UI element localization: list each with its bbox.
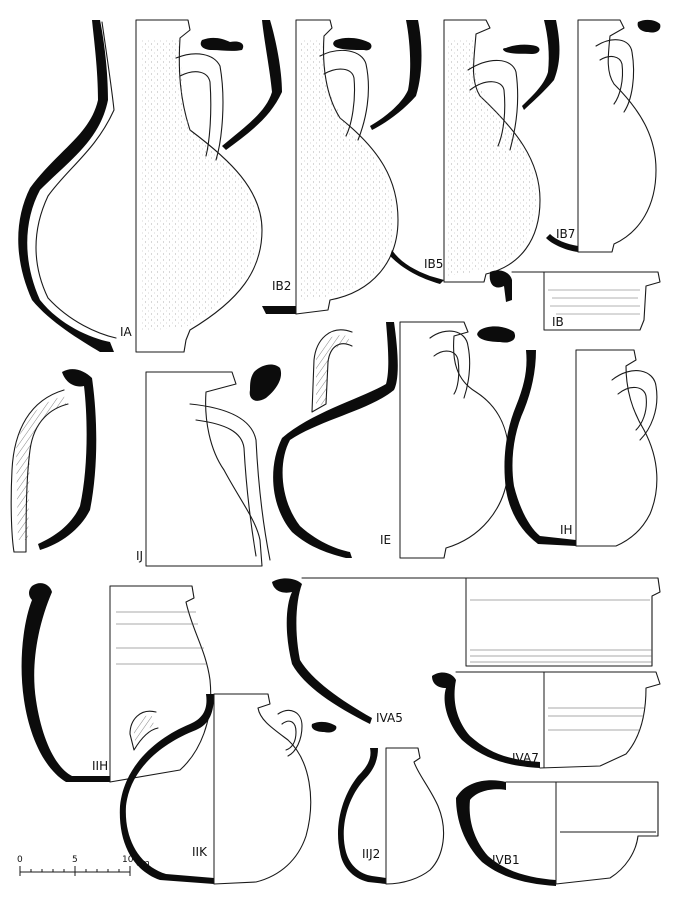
scale-tick-0: 0: [17, 855, 23, 865]
vessel-iva5-profile: [301, 577, 661, 667]
vessel-ia-handle: [175, 53, 224, 161]
label-iij2: IIJ2: [362, 847, 380, 861]
vessel-ib2: IB2: [222, 19, 399, 315]
label-ib: IB: [552, 315, 564, 329]
vessel-iik-handle-left: [129, 710, 159, 751]
vessel-ib7-profile: [577, 19, 657, 253]
vessel-ie-profile: [399, 321, 510, 559]
vessel-iij2: IIJ2: [338, 747, 445, 885]
vessel-ih: IH: [504, 349, 658, 547]
vessel-ia: IA: [18, 19, 263, 353]
label-ivb1: IVB1: [492, 853, 520, 867]
label-iva5: IVA5: [376, 711, 403, 725]
vessel-iva7: IVA7: [432, 671, 661, 769]
label-ij: IJ: [136, 549, 143, 563]
vessel-ie-section: [273, 322, 398, 558]
vessel-ia-section: [18, 20, 114, 352]
vessel-iij2-section: [338, 748, 386, 884]
vessel-ib5-section: [370, 20, 422, 130]
vessel-iik-profile: [213, 693, 312, 885]
vessel-iih-profile: [109, 585, 212, 783]
vessel-ib5: IB5: [370, 19, 541, 284]
vessel-iij2-profile: [385, 747, 445, 885]
scale-bar: 0 5 10 cm: [17, 855, 150, 876]
vessel-ih-handle: [611, 370, 658, 441]
vessel-ib-profile: [511, 271, 661, 331]
vessel-iva5-section: [272, 578, 372, 724]
scale-tick-5: 5: [72, 855, 78, 865]
vessel-iik: IIK: [119, 693, 337, 885]
vessel-ib7-handle: [595, 39, 635, 113]
vessel-iik-handle-right: [277, 709, 303, 757]
vessel-ib2-handle: [319, 49, 369, 141]
vessel-ib5-handle: [467, 59, 519, 151]
vessel-ia-handle-section: [200, 37, 244, 51]
vessel-ib7: IB7: [522, 19, 661, 253]
vessel-ivb1: IVB1: [456, 780, 659, 886]
vessel-iik-section: [119, 694, 214, 884]
vessel-ivb1-section: [456, 780, 556, 886]
vessel-ie: IE: [273, 321, 516, 559]
vessel-ie-handle-right: [429, 330, 471, 399]
scale-tick-10: 10: [122, 855, 134, 865]
vessel-ij-handle-right: [189, 403, 271, 561]
vessel-ih-section: [504, 350, 576, 546]
vessel-iva7-profile: [455, 671, 661, 769]
vessel-iih: IIH: [21, 583, 212, 783]
vessel-ij-section: [38, 369, 97, 550]
vessel-iih-section: [21, 583, 110, 782]
vessel-ij-profile: [145, 371, 263, 567]
vessel-ib2-section: [222, 20, 282, 150]
label-ib5: IB5: [424, 257, 443, 271]
vessel-ib7-section: [522, 20, 560, 110]
vessel-ib: IB: [489, 270, 661, 331]
label-iik: IIK: [192, 845, 208, 859]
label-iih: IIH: [92, 759, 108, 773]
vessel-ia-interior: [35, 21, 117, 339]
vessel-ivb1-profile: [505, 781, 659, 885]
vessel-iva5: IVA5: [272, 577, 661, 725]
label-ih: IH: [560, 523, 573, 537]
label-ib7: IB7: [556, 227, 575, 241]
vessel-iva7-section: [432, 672, 540, 768]
vessel-ib-section: [489, 270, 512, 302]
label-iva7: IVA7: [512, 751, 539, 765]
vessel-ij: IJ: [10, 364, 282, 567]
label-ie: IE: [380, 533, 391, 547]
scale-unit: cm: [136, 859, 150, 869]
vessel-ih-profile: [575, 349, 658, 547]
label-ib2: IB2: [272, 279, 291, 293]
label-ia: IA: [120, 325, 133, 339]
